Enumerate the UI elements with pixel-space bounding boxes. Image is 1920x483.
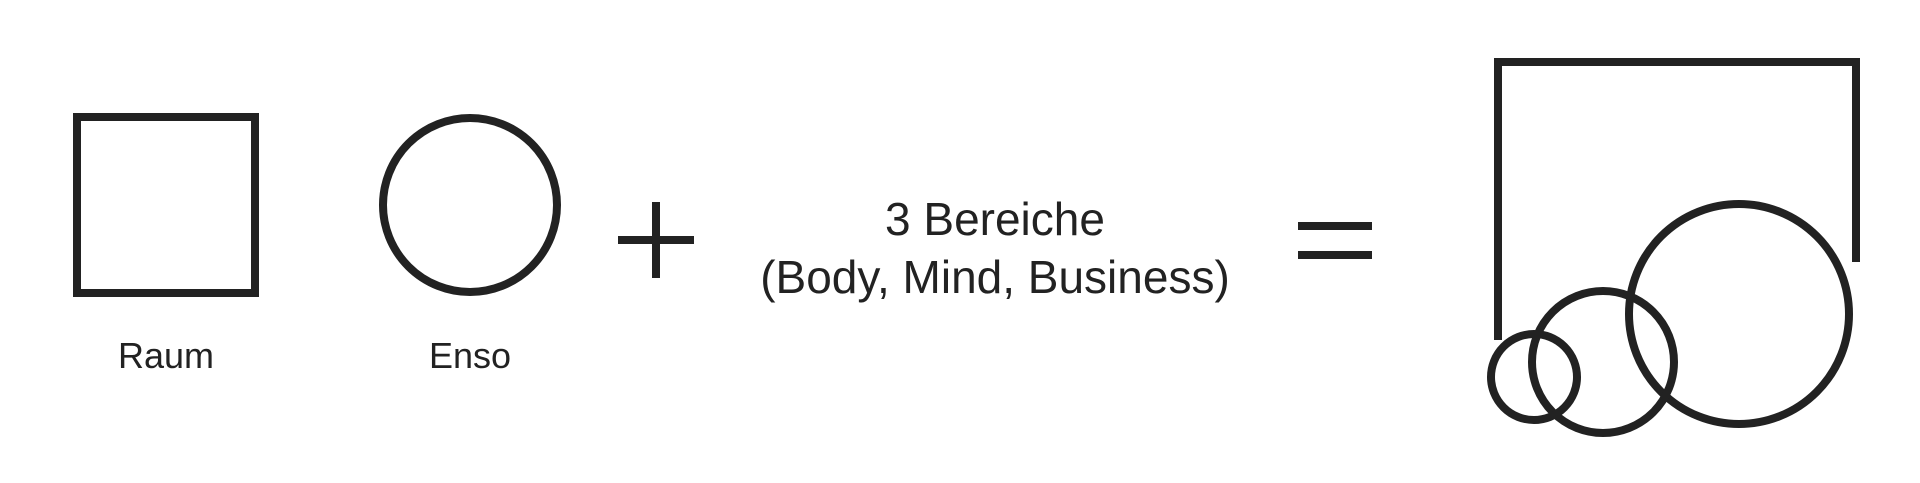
areas-subtitle: (Body, Mind, Business) (760, 251, 1230, 303)
circle-outline-icon (379, 114, 561, 296)
equals-icon (1298, 222, 1372, 259)
enso-label: Enso (428, 335, 512, 376)
logo-small-circle (1487, 330, 1581, 424)
areas-title: 3 Bereiche (885, 193, 1105, 245)
logo-medium-circle (1528, 287, 1678, 437)
square-label: Raum (117, 335, 215, 376)
combined-logo-icon (1487, 58, 1860, 437)
logo-large-circle (1625, 200, 1853, 428)
plus-icon (618, 202, 694, 278)
areas-text-block: 3 Bereiche (Body, Mind, Business) (735, 190, 1255, 306)
logo-frame-shape (1494, 58, 1860, 340)
square-outline-icon (73, 113, 259, 297)
